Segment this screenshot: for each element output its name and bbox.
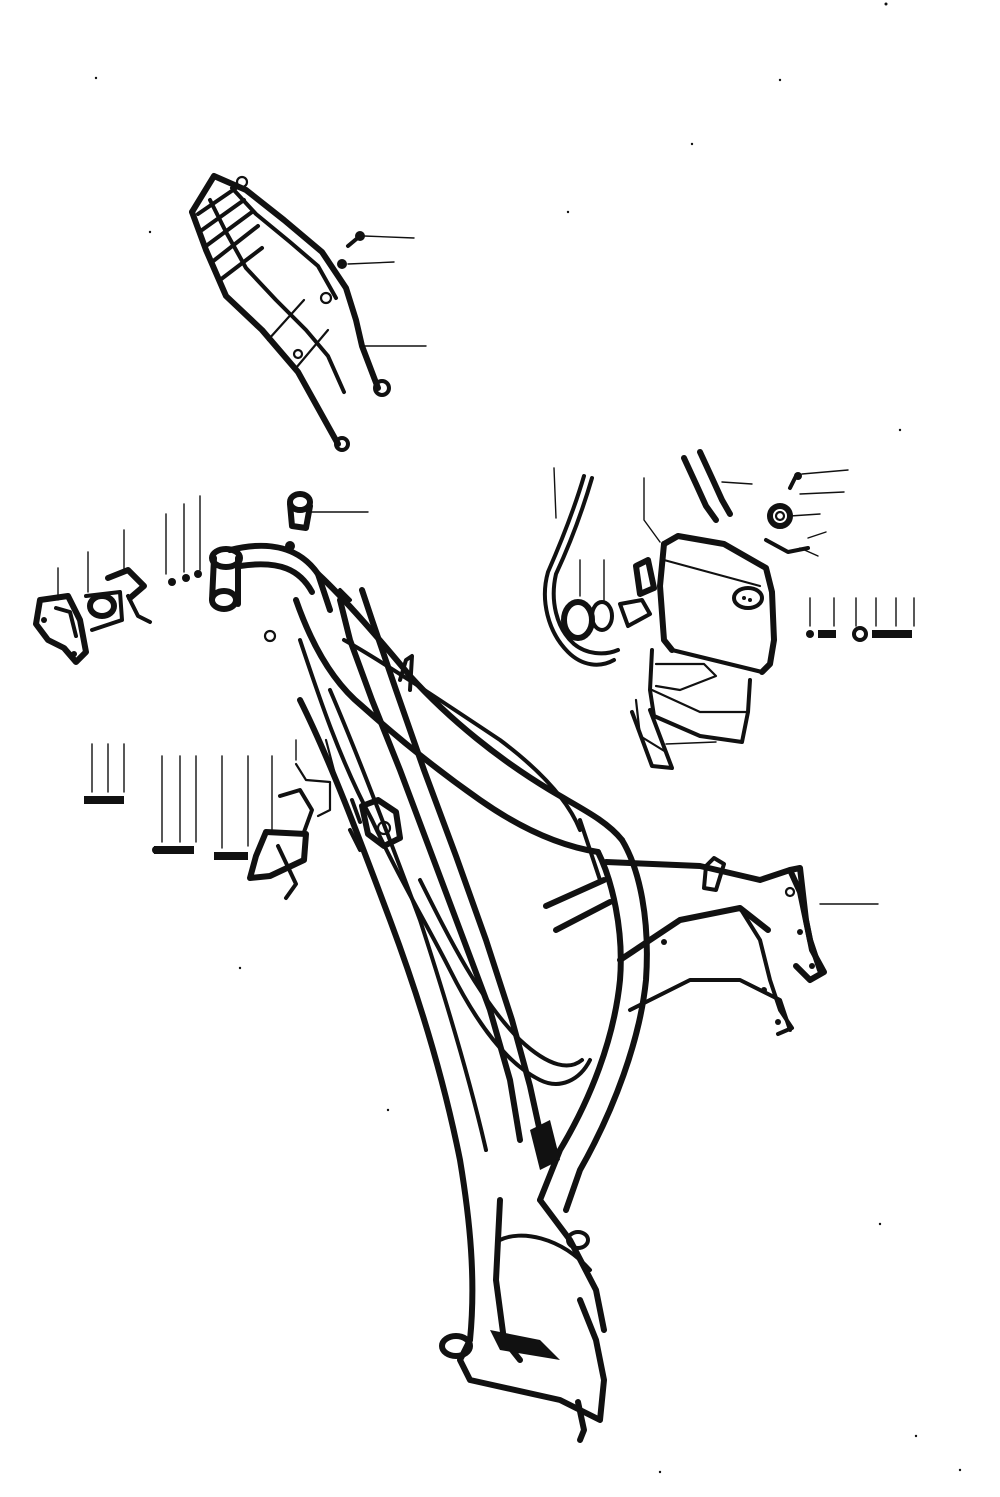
- oil-hose: [543, 467, 620, 667]
- oil-tank-screw: [788, 469, 849, 495]
- oil-tank-lower-strap: [630, 708, 717, 770]
- carrier-bolt: [346, 231, 415, 248]
- footrest-bracket-right: [84, 738, 360, 900]
- oil-tank: [634, 533, 777, 754]
- carrier-washer: [337, 259, 395, 269]
- oil-tank-bolt-set: [806, 597, 915, 642]
- rear-carrier: [189, 173, 391, 452]
- frame-bracket: [348, 797, 403, 852]
- oil-tank-leader: [643, 477, 661, 543]
- oil-tank-cap: [764, 503, 827, 557]
- oil-cup-fitting: [561, 559, 652, 641]
- frame: [209, 541, 827, 1443]
- scan-specks: [94, 2, 962, 1474]
- oil-tank-strap: [681, 449, 753, 523]
- footrest-bracket-left: [33, 495, 202, 665]
- oil-tank-clip: [633, 557, 657, 597]
- engine-mount-bushing: [287, 491, 369, 531]
